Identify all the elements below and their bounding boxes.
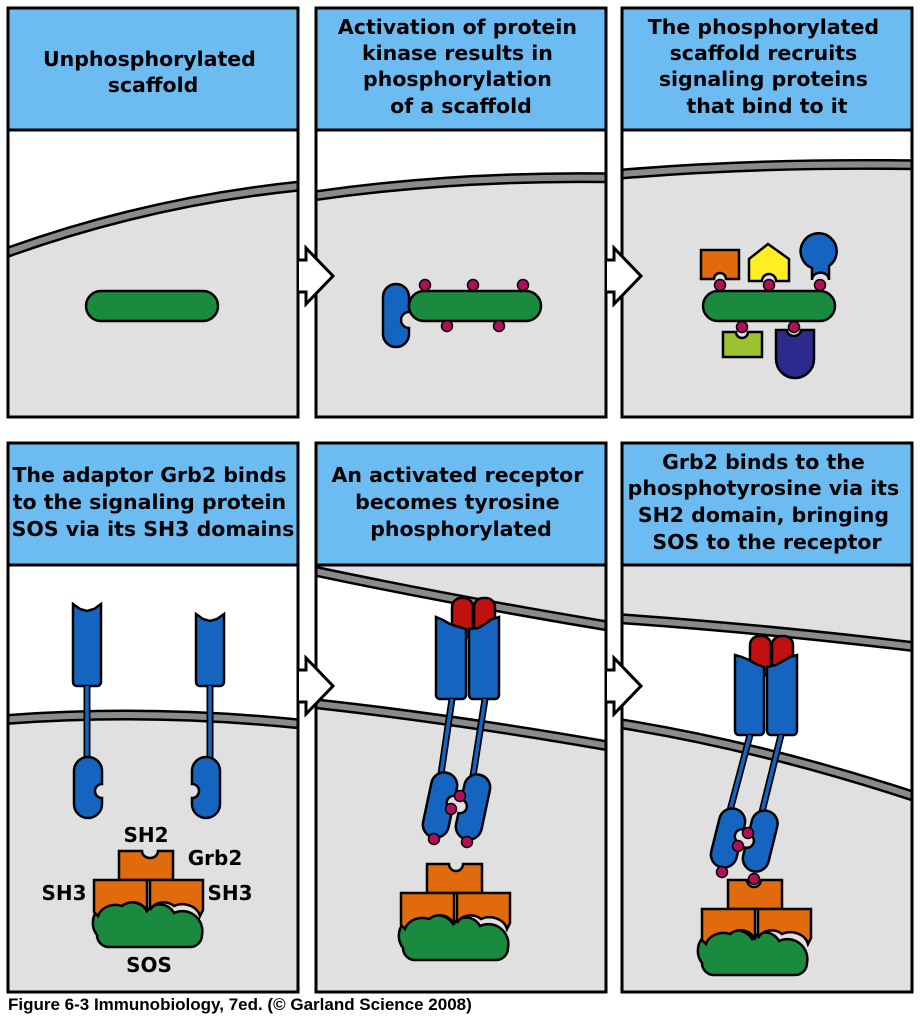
panel-1-title: Unphosphorylated scaffold — [43, 47, 263, 97]
panel-6-cell — [622, 565, 912, 992]
grb2-label: Grb2 — [188, 846, 243, 870]
figure-diagram: Unphosphorylated scaffold — [6, 6, 914, 994]
activated-receptor-dimer — [421, 615, 501, 841]
scaffold-protein — [84, 289, 220, 323]
panel-4-title: The adaptor Grb2 binds to the signaling … — [12, 463, 295, 541]
grb2-sh3-right-domain — [148, 878, 205, 920]
figure-caption: Figure 6-3 Immunobiology, 7ed. (© Garlan… — [8, 995, 472, 1014]
panel-2-title-band — [316, 8, 606, 130]
phosphate-dot — [813, 278, 827, 292]
sh3-right-label: SH3 — [207, 881, 252, 905]
phosphotyrosine-dot — [453, 789, 467, 803]
phosphotyrosine-dot — [460, 835, 474, 849]
panel-5-title: An activated receptor becomes tyrosine p… — [332, 463, 591, 541]
scaffold-with-partners — [701, 289, 837, 323]
phosphotyrosine-dot — [731, 839, 745, 853]
panel-receptor-phosphorylated: An activated receptor becomes tyrosine p… — [314, 441, 608, 994]
receptor-inactive-left — [71, 601, 104, 820]
phosphate-dot — [418, 278, 432, 292]
arrow-right-icon — [607, 654, 644, 718]
phosphate-dot — [762, 278, 776, 292]
phosphate-dot — [492, 319, 506, 333]
phosphotyrosine-dot — [444, 802, 458, 816]
panel-3-title-band — [622, 8, 912, 130]
grb2-adaptor — [700, 878, 813, 948]
phosphate-dot — [466, 278, 480, 292]
sh2-label: SH2 — [123, 823, 168, 847]
phosphate-dot — [787, 320, 801, 334]
yellow-signaling-protein — [747, 242, 791, 283]
panel-kinase-activation: Activation of protein kinase results in … — [314, 6, 608, 419]
phosphate-dot — [713, 278, 727, 292]
phosphorylated-scaffold — [407, 289, 543, 323]
panel-5-title-band — [316, 443, 606, 565]
panel-2-cell — [316, 130, 606, 417]
panel-unphosphorylated-scaffold: Unphosphorylated scaffold — [6, 6, 300, 419]
phosphotyrosine-dot — [715, 865, 729, 879]
phosphate-dot — [516, 278, 530, 292]
panel-3-cell — [622, 130, 912, 417]
grb2-sh3-left-domain — [92, 878, 149, 919]
blue-signaling-protein — [799, 232, 838, 281]
panel-3-title: The phosphorylated scaffold recruits sig… — [648, 15, 886, 118]
sos-label: SOS — [126, 953, 172, 977]
lime-signaling-protein — [721, 330, 764, 359]
orange-signaling-protein — [699, 248, 741, 281]
phosphotyrosine-dot — [747, 872, 761, 886]
phosphotyrosine-dot — [427, 832, 441, 846]
sos-protein — [696, 929, 809, 977]
receptor-inactive-right — [190, 611, 226, 820]
sh3-left-label: SH3 — [41, 881, 86, 905]
panel-6-title-band — [622, 443, 912, 565]
panel-4-title-band — [8, 443, 298, 565]
arrow-right-icon — [299, 654, 336, 718]
grb2-sh2-domain — [117, 849, 175, 882]
panel-grb2-binds-sos: SH2 Grb2 SH3 SH3 SOS The adaptor Grb2 bi… — [6, 441, 300, 994]
panel-6-title: Grb2 binds to the phosphotyrosine via it… — [628, 450, 907, 554]
phosphotyrosine-dot — [741, 826, 755, 840]
grb2-adaptor — [399, 862, 512, 933]
panel-2-title: Activation of protein kinase results in … — [338, 15, 584, 118]
panel-1-cell — [8, 130, 298, 417]
phosphate-dot — [735, 320, 749, 334]
phosphate-dot — [440, 319, 454, 333]
panel-4-cell: SH2 Grb2 SH3 SH3 SOS — [8, 565, 298, 992]
progression-arrows — [299, 244, 644, 718]
activated-receptor-dimer — [709, 653, 799, 873]
protein-kinase — [381, 282, 411, 349]
arrow-right-icon — [299, 244, 336, 308]
panel-scaffold-recruits: The phosphorylated scaffold recruits sig… — [620, 6, 914, 419]
arrow-right-icon — [607, 244, 644, 308]
navy-signaling-protein — [774, 328, 816, 380]
panel-1-title-band — [8, 8, 298, 130]
panel-grb2-brings-sos: Grb2 binds to the phosphotyrosine via it… — [620, 441, 914, 994]
grb2-adaptor — [92, 849, 205, 920]
panel-5-cell — [316, 565, 606, 992]
